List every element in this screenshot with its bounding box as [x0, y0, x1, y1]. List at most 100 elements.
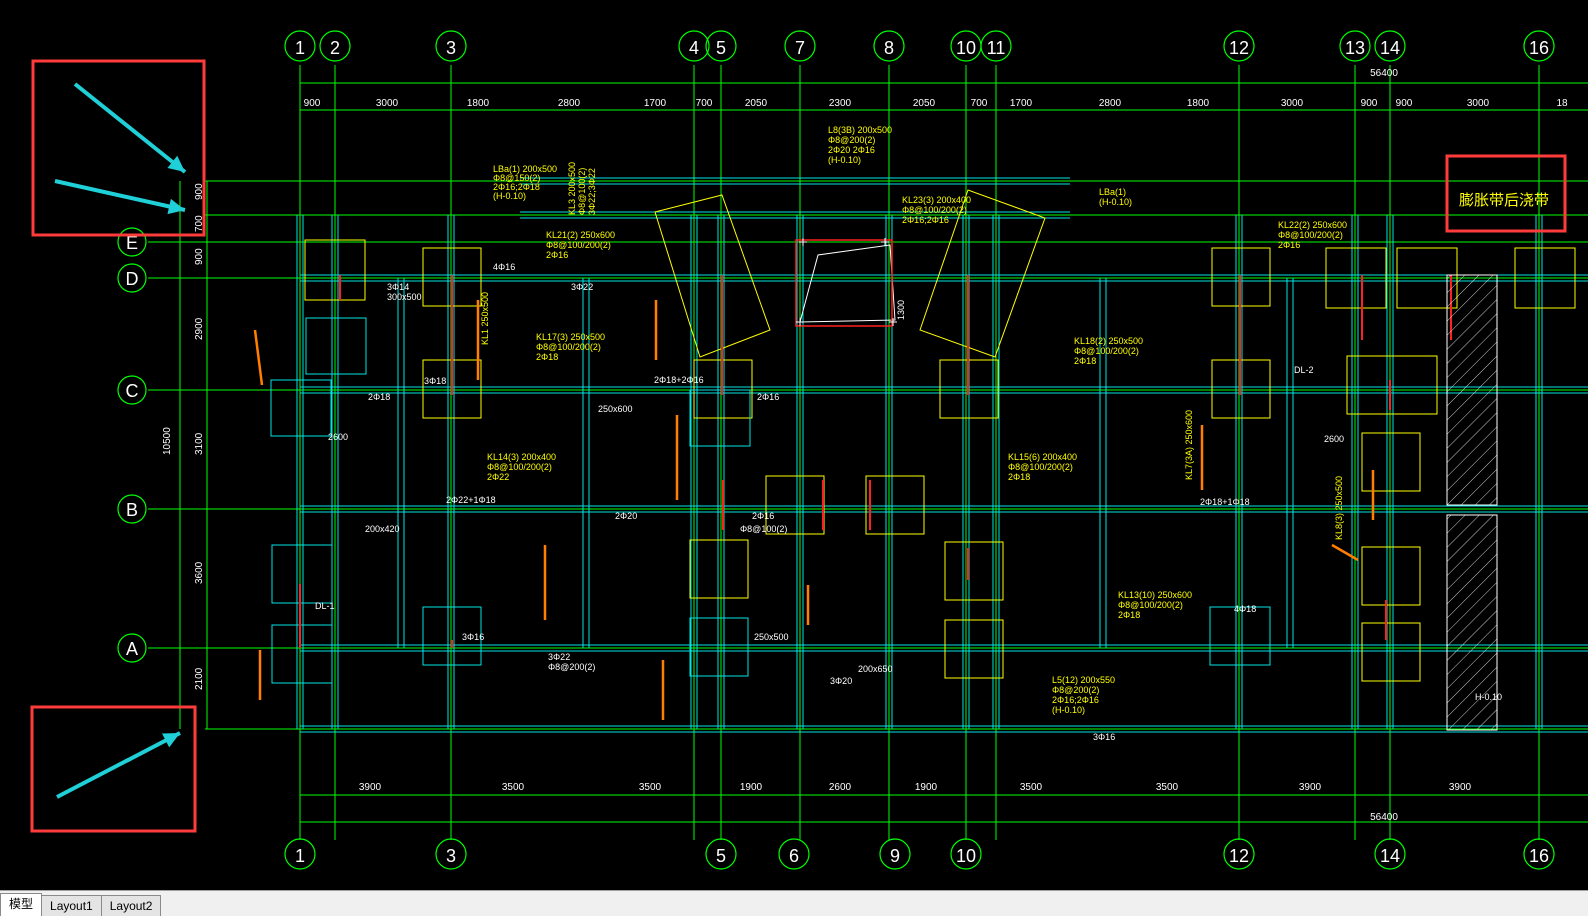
dimension-text: 3500	[502, 782, 525, 793]
grid-label-top: 4	[689, 38, 699, 58]
dimension-text: 3000	[376, 98, 399, 109]
tab-layout2[interactable]: Layout2	[100, 895, 162, 916]
column-outline	[689, 617, 749, 677]
grid-label-top: 13	[1345, 38, 1365, 58]
rebar-annotation: 250x600	[598, 404, 633, 414]
rebar-annotation: 200x420	[365, 524, 400, 534]
grid-label-top: 10	[956, 38, 976, 58]
rebar-annotation: 2Φ18+2Φ16	[654, 375, 704, 385]
arrow-shaft	[56, 731, 181, 799]
beam-annotation: KL22(2) 250x600	[1278, 220, 1347, 230]
grid-bubble	[284, 30, 316, 62]
arrow-head	[167, 155, 185, 172]
highlight-box	[1445, 154, 1567, 233]
grid-bubble	[1223, 30, 1255, 62]
dimension-text: 3500	[639, 782, 662, 793]
grid-label-bottom: 6	[789, 846, 799, 866]
beam-annotation: KL17(3) 250x500	[536, 332, 605, 342]
stair-block	[654, 194, 771, 358]
beam-annotation: KL23(3) 200x400	[902, 195, 971, 205]
column-outline	[1325, 247, 1387, 309]
beam-annotation: LBa(1) 200x500	[493, 164, 557, 174]
rebar-annotation: 3Φ14	[387, 282, 409, 292]
dimension-text: 2300	[829, 98, 852, 109]
rebar-annotation: Φ8@200(2)	[548, 662, 595, 672]
dimension-text: 2800	[558, 98, 581, 109]
column-outline	[1346, 355, 1438, 415]
grid-label-top: 12	[1229, 38, 1249, 58]
grid-bubble	[1374, 838, 1406, 870]
grid-bubble	[678, 30, 710, 62]
beam-annotation: Φ8@100/200(2)	[1118, 600, 1183, 610]
dimension-text: 700	[696, 98, 713, 109]
rebar-annotation: DL-2	[1294, 365, 1314, 375]
beam-annotation: (H-0.10)	[1099, 197, 1132, 207]
beam-annotation: 2Φ16;2Φ16	[1052, 695, 1099, 705]
column-outline	[1209, 606, 1271, 666]
beam-annotation: Φ8@150(2)	[493, 173, 540, 183]
rebar-annotation: 2600	[328, 432, 348, 442]
arrow-head	[162, 733, 180, 748]
opening-outline	[799, 244, 896, 323]
column-outline	[271, 544, 333, 604]
tab-model[interactable]: 模型	[0, 893, 43, 916]
grid-bubble	[1339, 30, 1371, 62]
tab-layout1[interactable]: Layout1	[41, 895, 102, 916]
callout-post-pour-band: 膨胀带后浇带	[1459, 192, 1549, 209]
grid-label-bottom: 10	[956, 846, 976, 866]
beam-annotation: KL8(3) 250x500	[1334, 476, 1344, 540]
grid-bubble	[435, 838, 467, 870]
grid-label-bottom: 1	[295, 846, 305, 866]
rebar-annotation: 200x650	[858, 664, 893, 674]
grid-bubble	[873, 30, 905, 62]
dimension-total: 10500	[162, 427, 173, 455]
dimension-text: 2800	[1099, 98, 1122, 109]
rebar-annotation: DL-1	[315, 601, 335, 611]
dimension-text: 3900	[1299, 782, 1322, 793]
dimension-text: 900	[304, 98, 321, 109]
dimension-text: 3000	[1467, 98, 1490, 109]
column-outline	[944, 619, 1004, 679]
grid-bubble	[705, 30, 737, 62]
beam-annotation: Φ8@100/200(2)	[1008, 462, 1073, 472]
column-outline	[944, 541, 1004, 601]
dimension-text: 3100	[194, 432, 205, 455]
grid-label-row: D	[126, 269, 139, 289]
column-outline	[271, 624, 333, 684]
grid-bubble	[950, 838, 982, 870]
rebar-annotation: 3Φ18	[424, 376, 446, 386]
arrow-head	[167, 198, 185, 215]
rebar-annotation: 3Φ20	[830, 676, 852, 686]
dimension-text: 1800	[1187, 98, 1210, 109]
dimension-text: 1700	[644, 98, 667, 109]
dimension-text: 3600	[194, 561, 205, 584]
overall-dim-bottom: 56400	[1370, 812, 1398, 823]
highlight-box	[30, 705, 197, 833]
grid-bubble	[284, 838, 316, 870]
overall-dim-top: 56400	[1370, 68, 1398, 79]
rebar-annotation: 2Φ16	[757, 392, 779, 402]
grid-bubble	[117, 633, 147, 663]
column-outline	[865, 475, 925, 535]
beam-annotation: KL15(6) 200x400	[1008, 452, 1077, 462]
rebar-annotation: 250x500	[754, 632, 789, 642]
grid-bubble	[1523, 30, 1555, 62]
dimension-text: 900	[194, 248, 205, 265]
beam-annotation: Φ8@100/200(2)	[902, 205, 967, 215]
column-outline	[1361, 432, 1421, 492]
grid-label-top: 14	[1380, 38, 1400, 58]
layout-tab-bar: 模型 Layout1 Layout2	[0, 890, 1588, 916]
grid-label-bottom: 3	[446, 846, 456, 866]
dimension-text: 1800	[467, 98, 490, 109]
rebar-annotation: 2Φ18+1Φ18	[1200, 497, 1250, 507]
beam-annotation: LBa(1)	[1099, 187, 1126, 197]
beam-annotation: Φ8@200(2)	[1052, 685, 1099, 695]
grid-label-top: 11	[987, 38, 1006, 58]
arrow-shaft	[54, 179, 186, 212]
dimension-text: 2050	[745, 98, 768, 109]
beam-annotation: (H-0.10)	[1052, 705, 1085, 715]
grid-bubble	[879, 838, 911, 870]
beam-annotation: Φ8@100(2)	[577, 168, 587, 215]
